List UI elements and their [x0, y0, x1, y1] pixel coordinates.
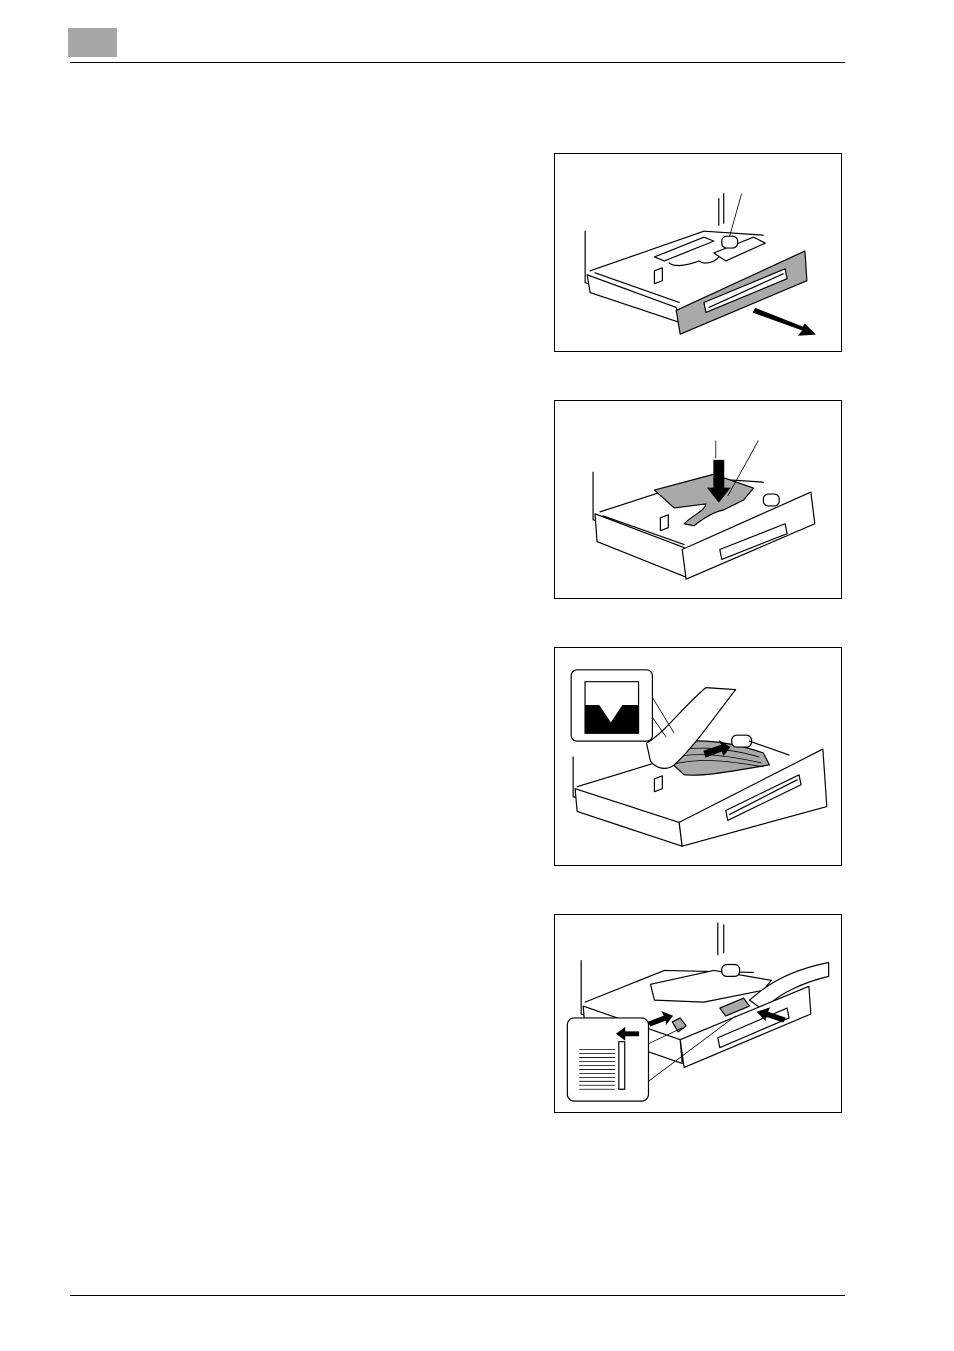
- roller-icon: [732, 735, 752, 747]
- figure-adjust-guides: [554, 914, 842, 1113]
- page-number-tab: [68, 28, 117, 57]
- press-plate-illustration: [555, 401, 841, 598]
- pull-arrow-icon: [753, 308, 814, 335]
- roller-icon: [722, 964, 740, 976]
- footer-rule: [70, 1295, 845, 1296]
- header-rule: [70, 62, 845, 63]
- roller-icon: [763, 494, 779, 506]
- side-guide: [672, 1018, 686, 1032]
- load-paper-illustration: [555, 648, 841, 865]
- roller-icon: [722, 236, 738, 248]
- figure-load-paper: [554, 647, 842, 866]
- lift-plate: [654, 474, 753, 525]
- guide-arrow-left-icon: [649, 1012, 673, 1026]
- open-tray-illustration: [555, 154, 841, 351]
- figure-open-tray: [554, 153, 842, 352]
- adjust-guides-illustration: [555, 915, 841, 1112]
- figure-press-plate: [554, 400, 842, 599]
- guide-callout: [567, 1018, 648, 1101]
